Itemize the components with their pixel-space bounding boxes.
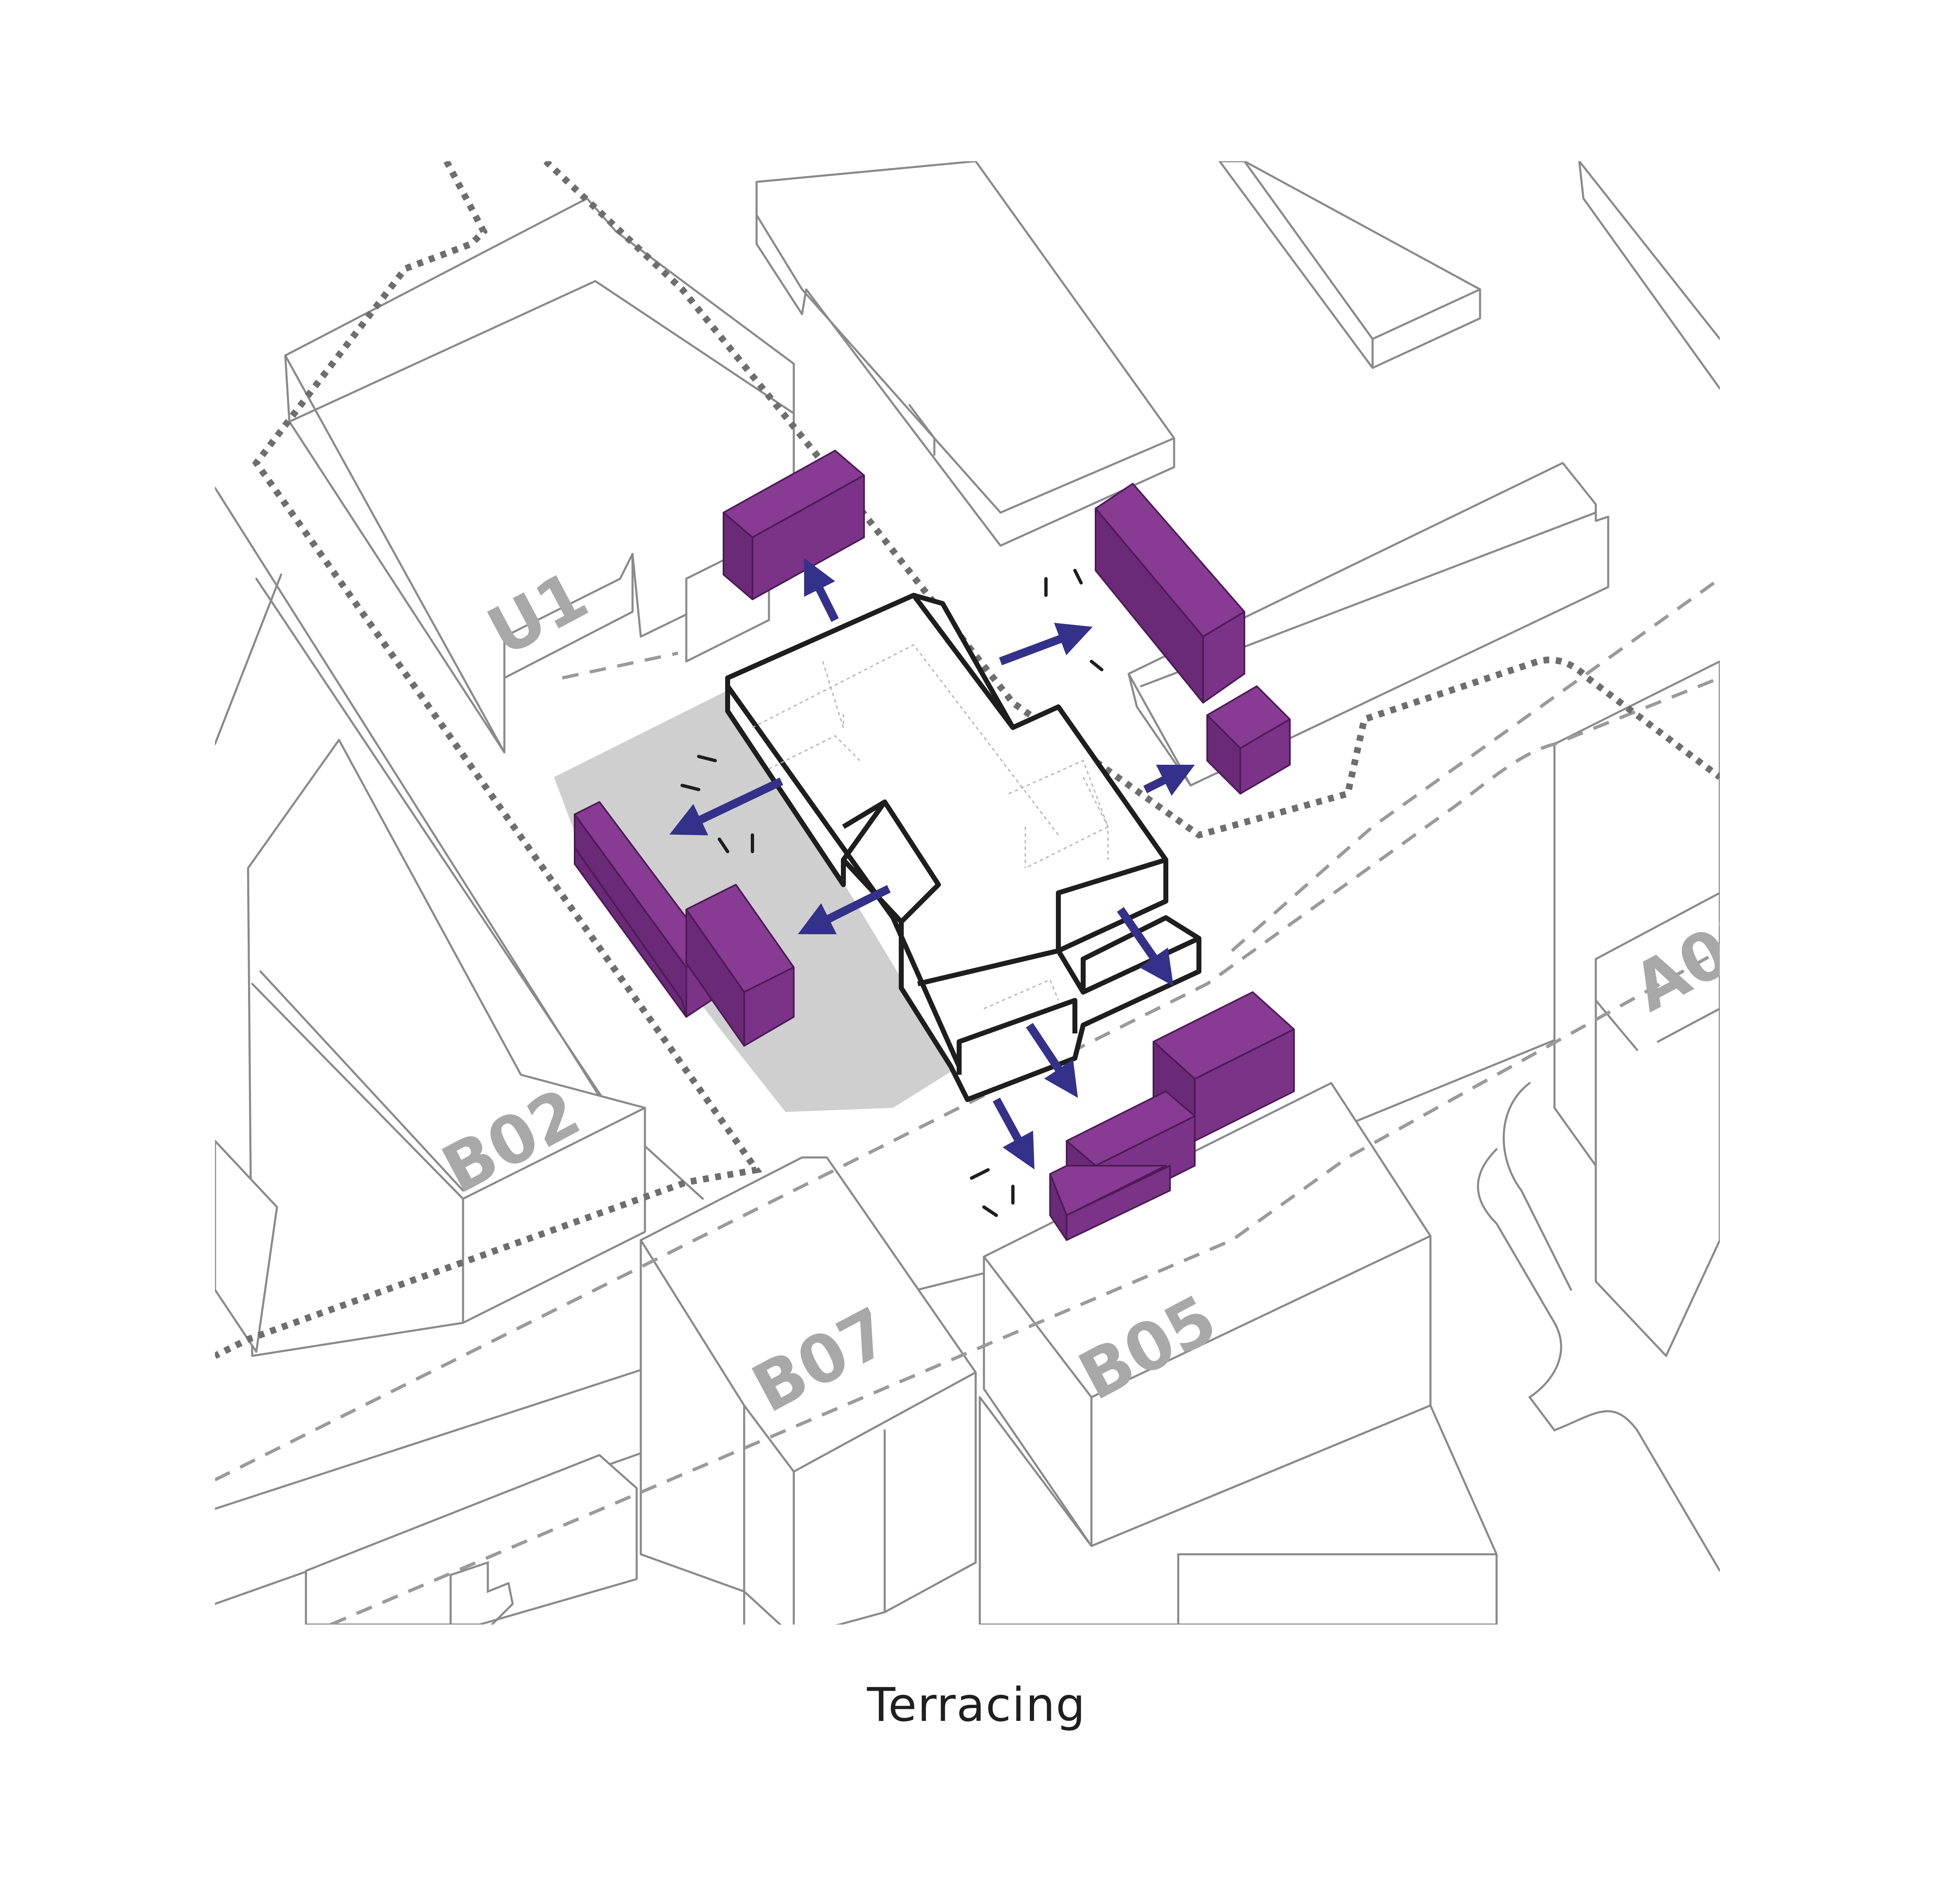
shadow-area bbox=[554, 690, 959, 1112]
emphasis-ticks bbox=[680, 569, 1103, 1217]
main-building bbox=[725, 593, 1201, 1102]
arrow-east bbox=[999, 623, 1093, 666]
diagram-caption: Terracing bbox=[867, 1678, 1086, 1732]
terrace-volume-west-box bbox=[685, 884, 795, 1047]
arrow-south bbox=[1026, 1023, 1078, 1098]
context-buildings bbox=[215, 161, 1720, 1625]
terrace-volume-west-long bbox=[574, 801, 712, 1018]
terrace-volume-north bbox=[723, 450, 865, 600]
arrow-southeast bbox=[1117, 907, 1174, 986]
arrow-west-low bbox=[797, 885, 891, 935]
arrow-east-low bbox=[1143, 764, 1195, 796]
terrace-volume-east-tall bbox=[1095, 483, 1245, 704]
arrow-north bbox=[804, 558, 839, 622]
terracing-arrows bbox=[669, 558, 1195, 1169]
arrow-west bbox=[669, 777, 783, 835]
arrow-south-low bbox=[993, 1098, 1035, 1169]
terrace-volumes bbox=[574, 450, 1295, 1241]
terrace-volume-south-lower bbox=[1049, 1090, 1196, 1241]
terrace-volume-east-small bbox=[1206, 685, 1291, 795]
dotted-site-boundary bbox=[215, 161, 1720, 1359]
dashed-setback-lines bbox=[215, 577, 1720, 1625]
